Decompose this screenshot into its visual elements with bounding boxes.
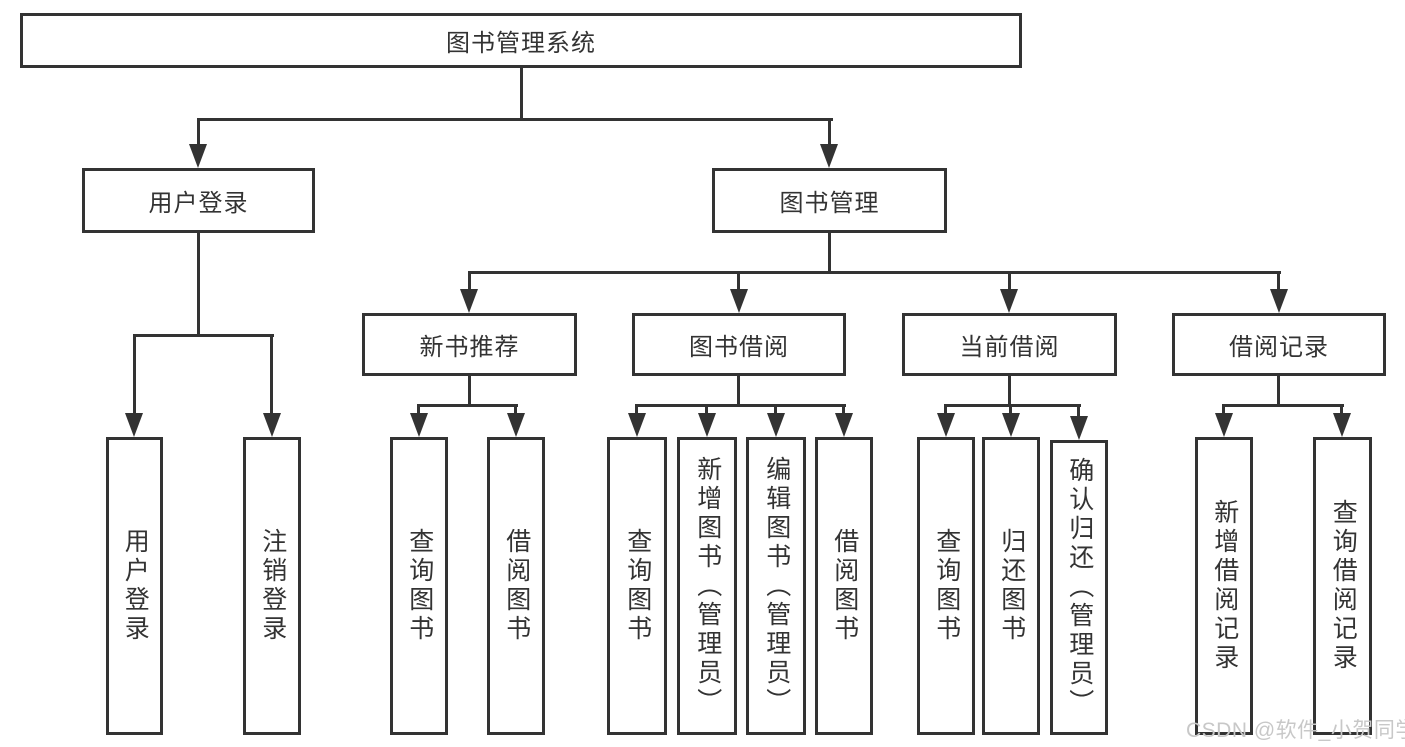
- arrowhead-login: [125, 413, 143, 437]
- arrowhead-current: [1000, 289, 1018, 313]
- arrowhead-bb-borrow: [835, 413, 853, 437]
- node-new-book-recommend: 新书推荐: [362, 313, 577, 376]
- connector-bb-add-drop: [705, 406, 708, 415]
- node-logout: 注销登录: [243, 437, 301, 735]
- connector-nr-borrow-drop: [514, 406, 517, 415]
- arrowhead-bb-query: [628, 413, 646, 437]
- node-book-management: 图书管理: [712, 168, 947, 233]
- connector-records-bar: [1222, 404, 1344, 407]
- arrowhead-cb-return: [1002, 413, 1020, 437]
- node-add-borrow-record: 新增借阅记录: [1195, 437, 1253, 735]
- connector-login-drop: [133, 336, 136, 413]
- arrowhead-borrow: [730, 289, 748, 313]
- connector-records-drop: [1277, 273, 1280, 291]
- node-login: 用户登录: [106, 437, 163, 735]
- node-confirm-return-admin: 确认归还（管理员）: [1050, 440, 1108, 735]
- connector-br-query-drop: [1340, 406, 1343, 415]
- connector-bb-query-drop: [635, 406, 638, 415]
- node-book-borrowing: 图书借阅: [632, 313, 846, 376]
- connector-current-drop: [1008, 273, 1011, 291]
- node-add-books-admin: 新增图书（管理员）: [677, 437, 737, 735]
- node-borrow-books: 借阅图书: [815, 437, 873, 735]
- connector-level2-bar: [197, 118, 833, 121]
- connector-user-login-drop: [197, 120, 200, 146]
- connector-root-stem: [520, 68, 523, 121]
- connector-bb-borrow-drop: [842, 406, 845, 415]
- connector-borrow-drop: [737, 273, 740, 291]
- node-return-books: 归还图书: [982, 437, 1040, 735]
- arrowhead-br-query: [1333, 413, 1351, 437]
- connector-book-mgmt-drop: [828, 120, 831, 146]
- connector-nr-query-drop: [417, 406, 420, 415]
- csdn-watermark: CSDN @软件_小贺同学: [1186, 719, 1405, 742]
- connector-cb-confirm-drop: [1077, 406, 1080, 418]
- arrowhead-bb-edit: [767, 413, 785, 437]
- arrowhead-br-add: [1215, 413, 1233, 437]
- connector-level3-bar: [468, 271, 1281, 274]
- connector-cb-query-drop: [944, 406, 947, 415]
- connector-user-login-bar: [133, 334, 274, 337]
- connector-new-rec-bar: [417, 404, 518, 407]
- arrowhead-nr-borrow: [507, 413, 525, 437]
- node-current-borrowing: 当前借阅: [902, 313, 1117, 376]
- node-borrowing-records: 借阅记录: [1172, 313, 1386, 376]
- connector-cb-return-drop: [1009, 406, 1012, 415]
- node-query-books-recommend: 查询图书: [390, 437, 448, 735]
- connector-new-rec-stem: [468, 376, 471, 407]
- arrowhead-user-login: [189, 144, 207, 168]
- arrowhead-logout: [263, 413, 281, 437]
- node-query-books-current: 查询图书: [917, 437, 975, 735]
- connector-borrow-bar: [635, 404, 846, 407]
- connector-user-login-stem: [197, 233, 200, 337]
- node-edit-books-admin: 编辑图书（管理员）: [746, 437, 806, 735]
- arrowhead-records: [1270, 289, 1288, 313]
- connector-new-rec-drop: [468, 273, 471, 291]
- connector-br-add-drop: [1222, 406, 1225, 415]
- connector-book-mgmt-stem: [828, 233, 831, 274]
- node-query-borrow-record: 查询借阅记录: [1313, 437, 1372, 735]
- arrowhead-cb-confirm: [1070, 416, 1088, 440]
- node-borrow-books-recommend: 借阅图书: [487, 437, 545, 735]
- connector-records-stem: [1277, 376, 1280, 407]
- arrowhead-nr-query: [410, 413, 428, 437]
- connector-bb-edit-drop: [774, 406, 777, 415]
- node-user-login: 用户登录: [82, 168, 315, 233]
- connector-borrow-stem: [737, 376, 740, 407]
- node-library-system: 图书管理系统: [20, 13, 1022, 68]
- connector-current-bar: [944, 404, 1081, 407]
- arrowhead-bb-add: [698, 413, 716, 437]
- connector-logout-drop: [270, 336, 273, 413]
- arrowhead-cb-query: [937, 413, 955, 437]
- arrowhead-new-rec: [460, 289, 478, 313]
- node-query-books-borrowing: 查询图书: [607, 437, 667, 735]
- arrowhead-book-mgmt: [820, 144, 838, 168]
- connector-current-stem: [1008, 376, 1011, 407]
